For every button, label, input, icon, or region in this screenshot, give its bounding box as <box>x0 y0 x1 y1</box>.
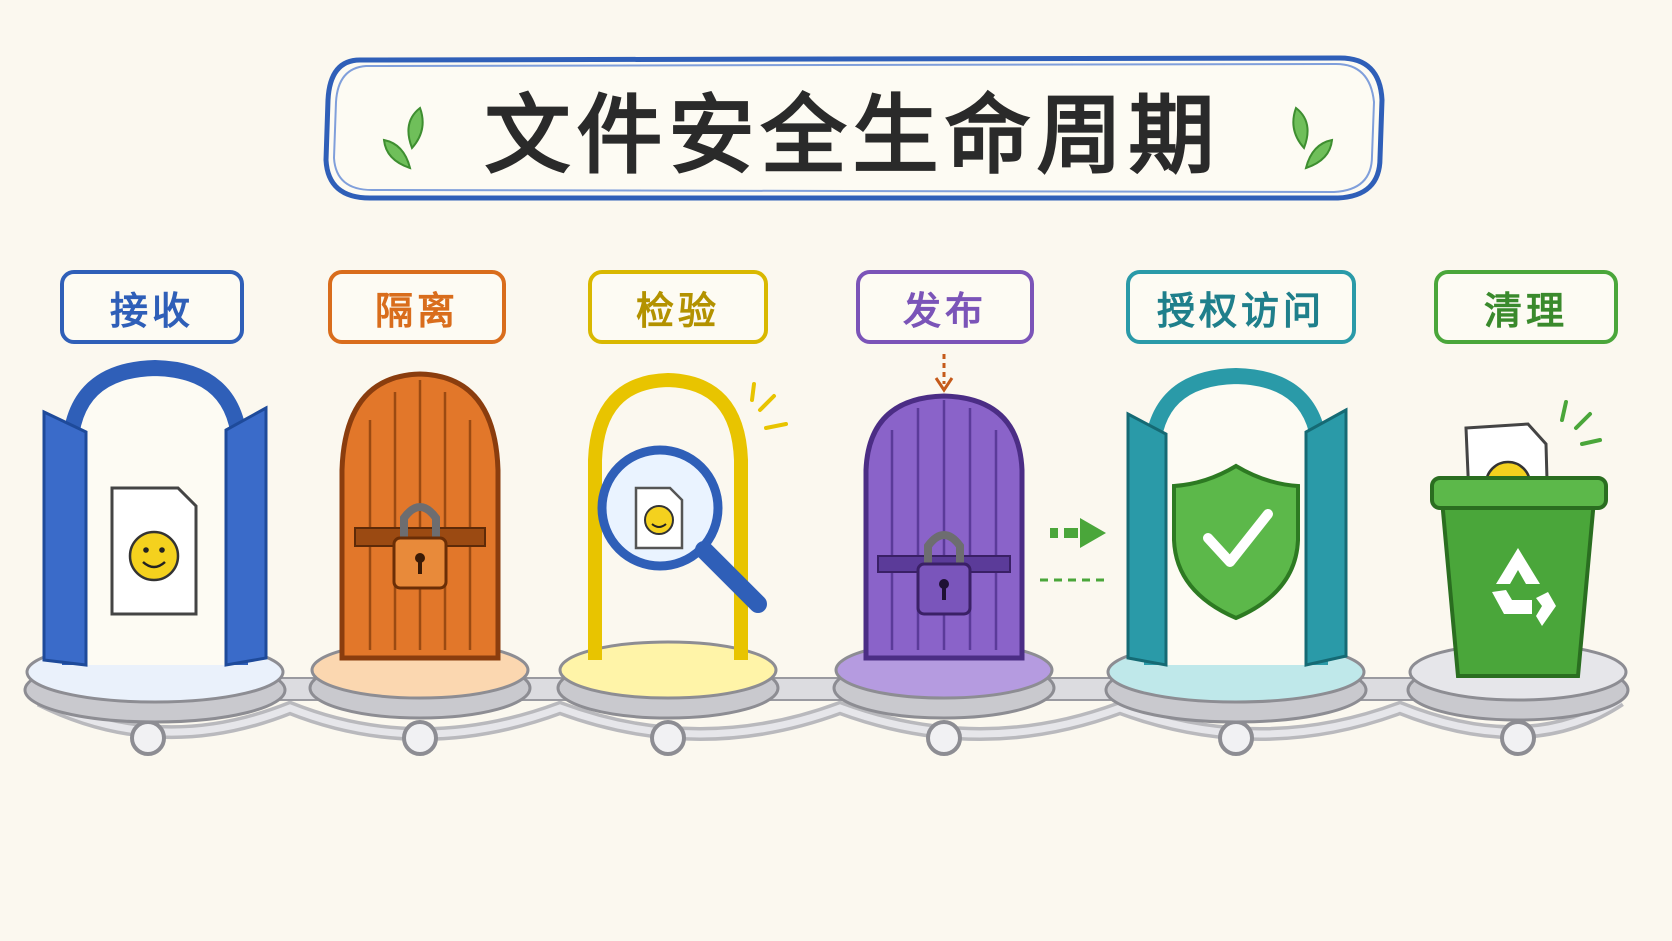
stage-inspect <box>556 372 788 720</box>
door-leaf-left <box>1126 411 1168 667</box>
sparkle-icon <box>1560 400 1602 446</box>
padlock-icon <box>916 531 972 616</box>
chain-links <box>130 720 1536 756</box>
stage-isolate <box>308 371 532 720</box>
page-title: 文件安全生命周期 <box>484 86 1221 186</box>
recycle-bin-icon <box>1430 476 1608 678</box>
stage-label-isolate: 隔离 <box>374 288 459 333</box>
stage-label-publish: 发布 <box>902 288 987 333</box>
stage-label-authorize: 授权访问 <box>1156 288 1325 333</box>
shield-check-icon <box>1172 463 1300 621</box>
stage-label-inspect: 检验 <box>635 288 720 333</box>
title-frame <box>323 55 1385 201</box>
magnifier-icon <box>597 445 767 613</box>
arch-frame <box>588 372 748 660</box>
stage-cleanup <box>1406 400 1630 722</box>
arrow-down-icon <box>934 354 954 393</box>
title-banner: 文件安全生命周期 <box>325 55 1380 200</box>
platform <box>556 640 780 720</box>
sparkle-icon <box>750 382 788 430</box>
stage-receive <box>23 359 287 724</box>
stage-label-cleanup: 清理 <box>1483 288 1568 333</box>
stage-label-receive: 接收 <box>109 288 194 333</box>
door-leaf-right <box>224 405 268 667</box>
stage-publish <box>832 354 1110 720</box>
leaf-right-icon <box>1292 106 1334 170</box>
arrow-right-icon <box>1040 518 1110 582</box>
padlock-icon <box>392 503 448 590</box>
leaf-left-icon <box>382 106 424 170</box>
door-leaf-right <box>1304 407 1348 667</box>
label-frames <box>60 270 1618 344</box>
door-leaf-left <box>42 409 88 667</box>
document-smiley-icon <box>110 486 198 616</box>
stage-authorize <box>1104 367 1368 724</box>
